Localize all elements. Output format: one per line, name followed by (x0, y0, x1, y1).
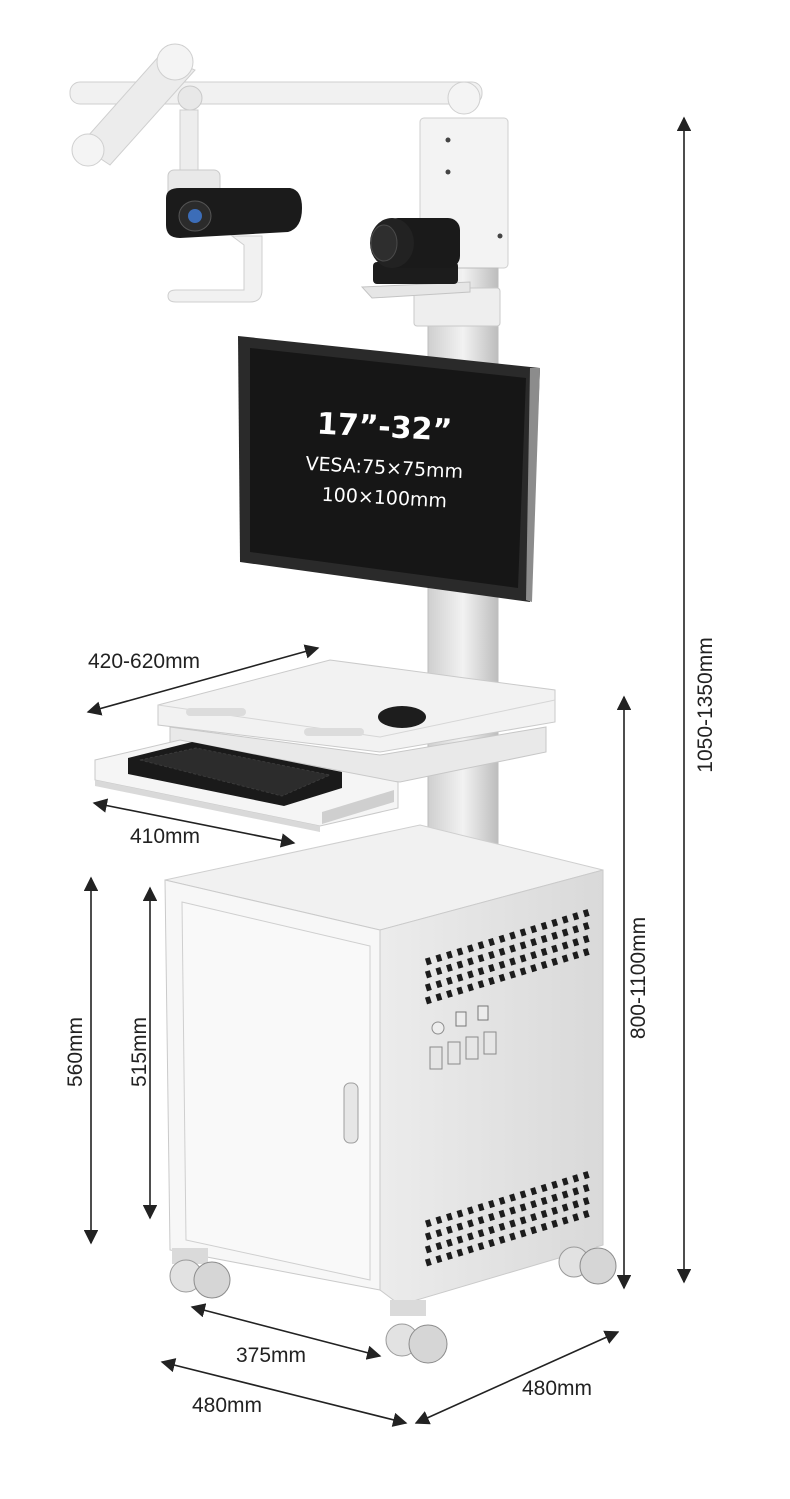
dim-total-height-label: 1050-1350mm (694, 637, 717, 772)
screen-size-range: 17”-32” (316, 406, 453, 448)
dim-door-height: 515mm (128, 886, 158, 1220)
dim-keyboard-width: 410mm (92, 798, 296, 848)
caster-front-center (385, 1300, 448, 1364)
power-outlet-panel (429, 1005, 497, 1070)
door-handle (343, 1082, 359, 1144)
monitor: 17”-32” VESA:75×75mm 100×100mm (238, 336, 540, 602)
dim-door-width-label: 375mm (236, 1344, 306, 1367)
caster-front-left (169, 1248, 231, 1299)
dim-tray-width-label: 420-620mm (88, 650, 200, 673)
dim-door-height-label: 515mm (128, 1017, 151, 1087)
keyboard (128, 742, 342, 806)
dim-cabinet-height-label: 560mm (64, 1017, 87, 1087)
mouse (378, 706, 426, 728)
overhead-camera (166, 169, 302, 303)
dim-door-width: 375mm (190, 1303, 382, 1367)
dim-cabinet-height: 560mm (64, 876, 99, 1245)
dim-keyboard-width-label: 410mm (130, 825, 200, 848)
dim-desk-height-label: 800-1100mm (627, 917, 650, 1039)
dim-total-height: 1050-1350mm (676, 116, 717, 1284)
dim-base-width: 480mm (160, 1358, 408, 1427)
dim-base-width-label: 480mm (192, 1394, 262, 1417)
ptz-camera (360, 218, 471, 299)
articulating-arm (69, 43, 483, 181)
dim-base-depth-label: 480mm (522, 1377, 592, 1400)
dim-tray-width: 420-620mm (86, 644, 320, 716)
cabinet (164, 824, 604, 1306)
dim-base-depth: 480mm (414, 1330, 620, 1425)
caster-rear-right (558, 1240, 617, 1285)
dim-desk-height: 800-1100mm (616, 695, 650, 1290)
